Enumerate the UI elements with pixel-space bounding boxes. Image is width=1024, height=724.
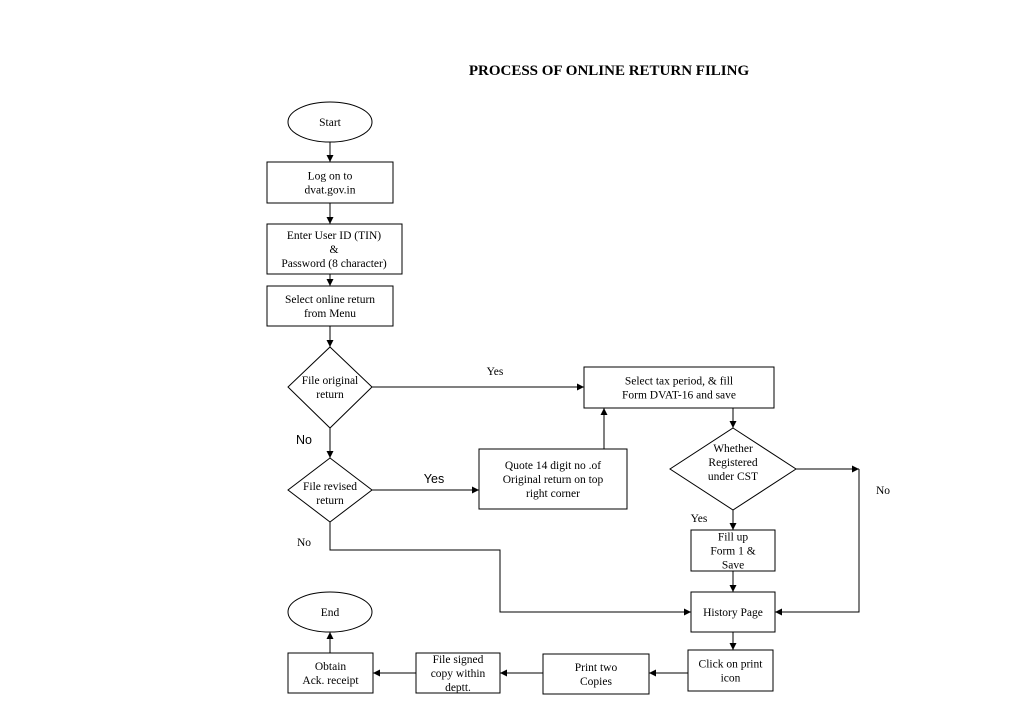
node-label-line: deptt. — [445, 682, 471, 694]
node-label-line: Start — [319, 117, 342, 129]
edges — [326, 142, 860, 677]
node-label: File revised return — [303, 481, 357, 507]
node-label: Enter User ID (TIN) & Password (8 characte… — [281, 230, 387, 270]
node-label-line: under CST — [708, 471, 758, 483]
page-title: PROCESS OF ONLINE RETURN FILING — [469, 63, 750, 79]
node-label-line: File signed — [433, 654, 484, 666]
node-label-line: Original return on top — [503, 474, 604, 486]
node-click-print: Click on print icon — [687, 649, 774, 692]
node-label: Select online return from Menu — [285, 294, 375, 320]
node-label-line: Select online return — [285, 294, 375, 306]
node-label-line: Select tax period, & fill — [625, 376, 733, 388]
node-start: Start — [287, 101, 373, 143]
node-label: Fill up Form 1 & Save — [710, 532, 755, 572]
node-label-line: dvat.gov.in — [305, 185, 356, 197]
node-label-line: & — [330, 244, 339, 256]
node-label-line: Save — [722, 560, 744, 572]
node-label: File original return — [302, 375, 359, 401]
node-select-online: Select online return from Menu — [266, 285, 394, 327]
node-label-line: icon — [721, 673, 741, 685]
node-label-line: from Menu — [304, 308, 356, 320]
node-label-line: Click on print — [699, 659, 764, 671]
node-label-line: End — [321, 607, 340, 619]
node-end: End — [287, 591, 373, 633]
node-label-line: File original — [302, 375, 359, 387]
node-file-revised: File revised return — [287, 457, 373, 523]
node-label-line: File revised — [303, 481, 357, 493]
node-label: History Page — [703, 607, 763, 619]
node-enter-user: Enter User ID (TIN) & Password (8 characte… — [266, 223, 403, 275]
label-yes-revised: Yes — [424, 472, 444, 486]
node-label-line: Form DVAT-16 and save — [622, 390, 736, 402]
node-label-line: Print two — [575, 662, 618, 674]
label-no-cst: No — [876, 485, 890, 497]
node-fill-form1: Fill up Form 1 & Save — [690, 529, 776, 572]
edge-revised-no-history — [329, 522, 691, 616]
node-label-line: return — [316, 389, 344, 401]
node-file-signed: File signed copy within deptt. — [415, 652, 501, 694]
label-yes-cst: Yes — [691, 513, 708, 525]
label-no-revised: No — [297, 537, 311, 549]
node-label: File signed copy within deptt. — [431, 654, 486, 694]
node-file-original: File original return — [287, 346, 373, 429]
node-history: History Page — [690, 591, 776, 633]
node-label-line: Registered — [708, 457, 757, 469]
node-label-line: Log on to — [308, 171, 353, 183]
node-label-line: copy within — [431, 668, 486, 680]
node-label: Log on to dvat.gov.in — [305, 171, 356, 197]
node-label-line: right corner — [526, 488, 580, 500]
node-label-line: Ack. receipt — [302, 675, 359, 687]
node-label-line: Copies — [580, 676, 612, 688]
node-label-line: Obtain — [315, 661, 347, 673]
node-label: Start — [319, 117, 342, 129]
node-label-line: Fill up — [718, 532, 749, 544]
node-label: Click on print icon — [699, 659, 764, 685]
node-label-line: Quote 14 digit no .of — [505, 460, 601, 472]
node-label-line: Whether — [713, 443, 753, 455]
node-label: End — [321, 607, 340, 619]
node-logon: Log on to dvat.gov.in — [266, 161, 394, 204]
node-label-line: Form 1 & — [710, 546, 755, 558]
node-label-line: History Page — [703, 607, 763, 619]
node-label-line: return — [316, 495, 344, 507]
node-label-line: Password (8 character) — [281, 258, 387, 270]
node-label-line: Enter User ID (TIN) — [287, 230, 381, 242]
label-no-original: No — [296, 433, 312, 447]
edge-cst-no-history — [775, 469, 860, 616]
label-yes-original: Yes — [487, 366, 504, 378]
